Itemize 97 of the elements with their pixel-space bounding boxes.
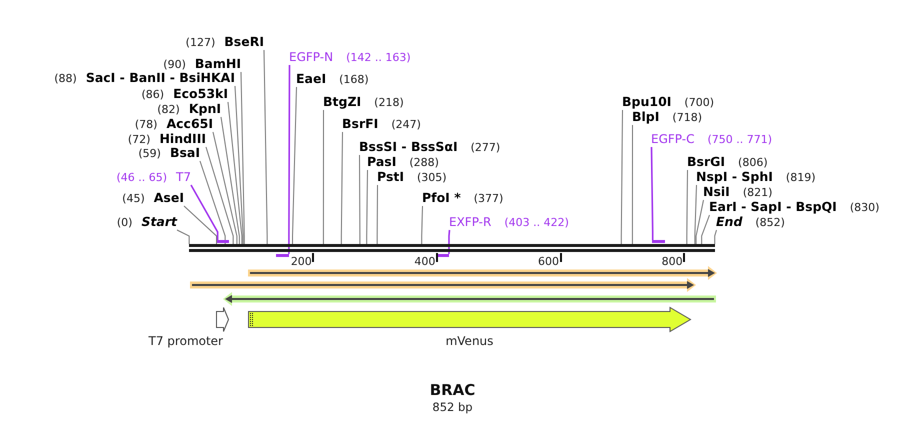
enzyme-name: BtgZI xyxy=(323,95,362,109)
primer-site xyxy=(438,254,450,257)
enzyme-name: BamHI xyxy=(194,57,241,71)
enzyme-name: PstI xyxy=(377,170,404,184)
enzyme-name: Acc65I xyxy=(166,117,213,131)
enzyme-name: BssSI - BssSαI xyxy=(359,140,458,154)
leader-line xyxy=(714,230,717,244)
enzyme-name: BseRI xyxy=(224,35,264,49)
position-label: (127) xyxy=(186,36,216,50)
enzyme-name: PasI xyxy=(367,155,396,169)
map-title: BRAC xyxy=(430,381,476,399)
leader-line xyxy=(322,110,324,244)
enzyme-name: NsiI xyxy=(703,185,730,199)
leader-line xyxy=(264,50,268,244)
position-label: (305) xyxy=(417,171,447,185)
position-label: (852) xyxy=(755,216,785,230)
leader-line xyxy=(292,86,297,244)
leader-line xyxy=(200,160,226,244)
primer-site xyxy=(652,240,666,243)
leader-line xyxy=(694,184,697,244)
enzyme-name: Eco53kI xyxy=(173,87,228,101)
enzyme-name: SacI - BanII - BsiHKAI xyxy=(86,71,235,85)
leader-line xyxy=(220,116,240,244)
tick-label: 400 xyxy=(414,255,436,268)
tick-label: 800 xyxy=(662,255,683,268)
leader-line xyxy=(701,214,710,244)
leader-line xyxy=(366,170,368,244)
leader-line xyxy=(234,86,244,244)
position-label: (277) xyxy=(470,141,500,155)
leader-line xyxy=(228,102,242,244)
tick-label: 600 xyxy=(538,255,559,268)
position-label: (88) xyxy=(54,72,77,86)
position-label: (821) xyxy=(742,186,772,200)
position-label: (819) xyxy=(786,171,816,185)
enzyme-name: Bpu10I xyxy=(622,95,672,109)
position-label: (247) xyxy=(391,118,421,132)
enzyme-name: PfoI * xyxy=(422,191,461,205)
position-label: (700) xyxy=(684,96,714,110)
leader-line xyxy=(176,230,190,244)
primer-name: EGFP-N xyxy=(289,50,334,64)
position-label: (806) xyxy=(738,156,768,170)
leader-line xyxy=(632,124,633,244)
enzyme-name: AseI xyxy=(154,191,184,205)
position-label: (72) xyxy=(128,133,150,147)
enzyme-name: KpnI xyxy=(188,102,221,116)
leader-line xyxy=(620,110,623,244)
leader-line xyxy=(696,200,704,244)
position-label: (288) xyxy=(409,156,439,170)
leader-line xyxy=(206,146,234,244)
sequence-end-label: End xyxy=(716,215,742,229)
enzyme-name: NspI - SphI xyxy=(696,170,773,184)
leader-line xyxy=(288,65,290,254)
enzyme-name: BsrGI xyxy=(687,155,726,169)
enzyme-name: BsrFI xyxy=(342,117,378,131)
primer-name: EXFP-R xyxy=(449,215,492,229)
primer-range: (142 .. 163) xyxy=(346,51,411,65)
sequence-end-label: Start xyxy=(141,215,177,229)
enzyme-name: HindIII xyxy=(159,132,206,146)
feature-label: T7 promoter xyxy=(148,334,223,348)
position-label: (86) xyxy=(142,88,164,102)
position-label: (90) xyxy=(163,58,186,72)
leader-line xyxy=(421,206,423,244)
position-label: (78) xyxy=(134,118,158,132)
leader-line xyxy=(190,184,218,240)
position-label: (45) xyxy=(122,192,145,206)
tick-label: 200 xyxy=(290,255,312,268)
primer-range: (403 .. 422) xyxy=(504,216,569,230)
primer-site xyxy=(217,240,229,243)
enzyme-name: EaeI xyxy=(296,72,326,86)
primer-name: EGFP-C xyxy=(651,132,694,146)
primer-range: (750 .. 771) xyxy=(707,133,772,147)
position-label: (59) xyxy=(138,147,161,161)
position-label: (218) xyxy=(374,96,404,110)
position-label: (377) xyxy=(474,192,504,206)
leader-line xyxy=(686,170,688,244)
leader-line xyxy=(340,132,343,244)
position-label: (0) xyxy=(116,216,132,230)
enzyme-name: EarI - SapI - BspQI xyxy=(709,200,837,214)
leader-line xyxy=(212,132,238,244)
enzyme-name: BlpI xyxy=(632,110,660,124)
leader-line xyxy=(376,184,378,244)
feature-label: mVenus xyxy=(446,334,494,348)
leader-line xyxy=(184,206,217,244)
position-label: (82) xyxy=(157,103,180,117)
leader-line xyxy=(240,72,245,244)
primer-name: T7 xyxy=(176,170,191,184)
leader-line xyxy=(650,146,654,240)
map-caption: 852 bp xyxy=(432,400,473,414)
position-label: (830) xyxy=(850,201,880,215)
leader-line xyxy=(359,154,360,244)
primer-site xyxy=(276,254,290,257)
dna-backbone xyxy=(188,244,716,252)
position-label: (168) xyxy=(339,73,369,87)
primer-range: (46 .. 65) xyxy=(116,171,168,185)
leader-line xyxy=(448,230,450,254)
enzyme-name: BsaI xyxy=(170,146,200,160)
position-label: (718) xyxy=(672,111,702,125)
